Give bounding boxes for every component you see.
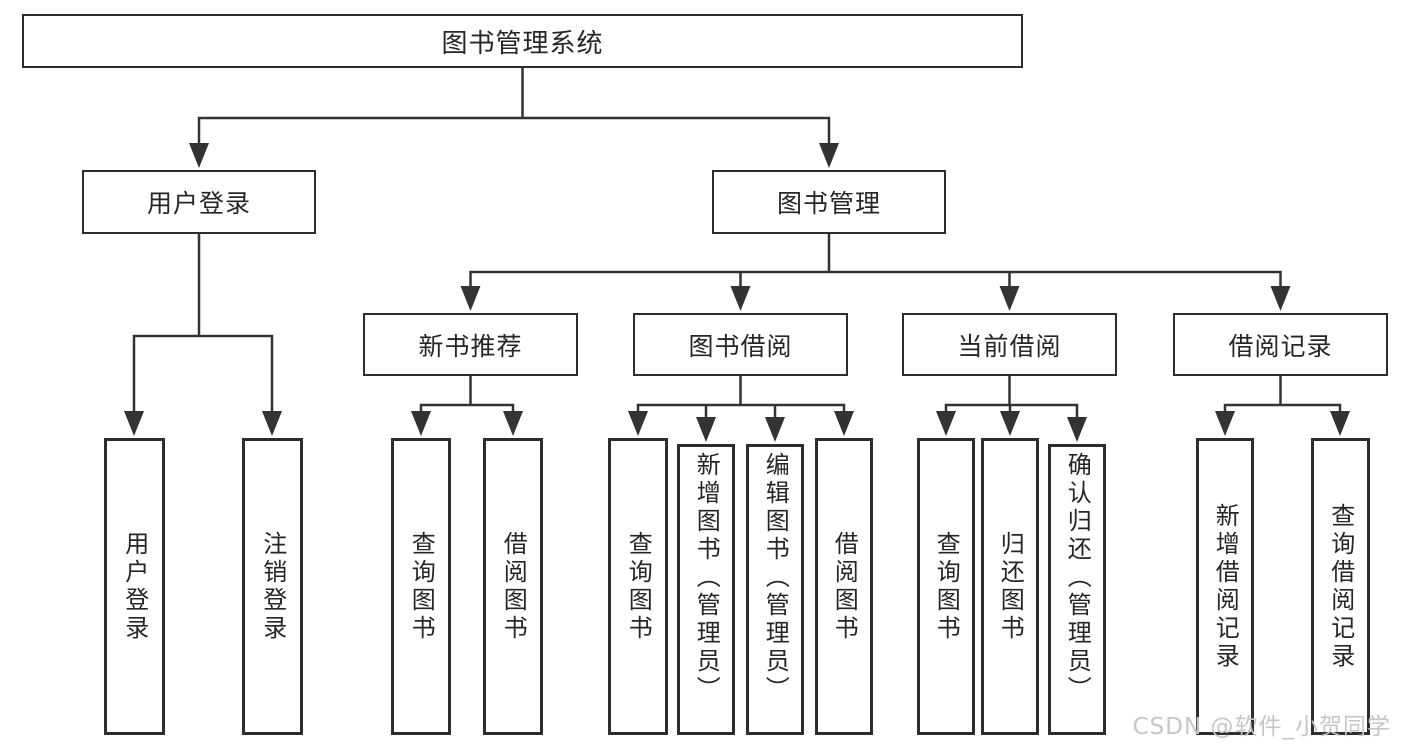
arrowheads [124, 143, 1350, 442]
node-book-borrowing-label: 图书借阅 [688, 331, 793, 361]
leaf-borrow-books-borrowing-label: 借阅图书 [830, 530, 859, 643]
leaf-logout: 注销登录 [242, 438, 303, 735]
leaf-query-books-recommend-label: 查询图书 [407, 530, 436, 643]
leaf-edit-books-admin: 编辑图书（管理员） [746, 444, 804, 735]
node-book-borrowing: 图书借阅 [633, 313, 848, 376]
node-book-management: 图书管理 [712, 170, 946, 234]
node-new-book-recommendation-label: 新书推荐 [418, 331, 523, 361]
csdn-watermark: CSDN @软件_小贺同学 [1132, 714, 1391, 740]
node-borrowing-records: 借阅记录 [1173, 313, 1388, 376]
leaf-add-books-admin: 新增图书（管理员） [677, 444, 735, 735]
leaf-query-books-current: 查询图书 [917, 438, 975, 735]
node-borrowing-records-label: 借阅记录 [1228, 331, 1333, 361]
leaf-return-books: 归还图书 [981, 438, 1039, 735]
node-current-borrowing-label: 当前借阅 [957, 331, 1062, 361]
leaf-query-borrow-record: 查询借阅记录 [1311, 438, 1370, 735]
leaf-edit-books-admin-label: 编辑图书（管理员） [761, 452, 790, 704]
leaf-confirm-return-admin-label: 确认归还（管理员） [1063, 452, 1092, 704]
leaf-query-books-borrowing-label: 查询图书 [624, 530, 653, 643]
connector-paths [132, 68, 1342, 418]
node-user-login-label: 用户登录 [146, 189, 251, 218]
node-user-login: 用户登录 [82, 170, 316, 234]
leaf-add-books-admin-label: 新增图书（管理员） [692, 452, 721, 704]
leaf-logout-label: 注销登录 [258, 530, 287, 643]
node-current-borrowing: 当前借阅 [902, 313, 1117, 376]
leaf-query-books-borrowing: 查询图书 [608, 438, 668, 735]
leaf-add-borrow-record-label: 新增借阅记录 [1211, 502, 1240, 671]
node-book-management-label: 图书管理 [776, 189, 881, 218]
leaf-borrow-books-recommend: 借阅图书 [483, 438, 543, 735]
leaf-add-borrow-record: 新增借阅记录 [1196, 438, 1254, 735]
leaf-return-books-label: 归还图书 [996, 530, 1025, 643]
leaf-query-books-recommend: 查询图书 [391, 438, 451, 735]
leaf-confirm-return-admin: 确认归还（管理员） [1048, 444, 1106, 735]
node-root: 图书管理系统 [22, 14, 1023, 68]
leaf-borrow-books-borrowing: 借阅图书 [815, 438, 873, 735]
leaf-query-books-current-label: 查询图书 [932, 530, 961, 643]
leaf-user-login-label: 用户登录 [120, 530, 149, 643]
leaf-query-borrow-record-label: 查询借阅记录 [1326, 502, 1355, 671]
leaf-user-login: 用户登录 [104, 438, 165, 735]
node-root-label: 图书管理系统 [441, 28, 604, 59]
node-new-book-recommendation: 新书推荐 [363, 313, 578, 376]
leaf-borrow-books-recommend-label: 借阅图书 [499, 530, 528, 643]
